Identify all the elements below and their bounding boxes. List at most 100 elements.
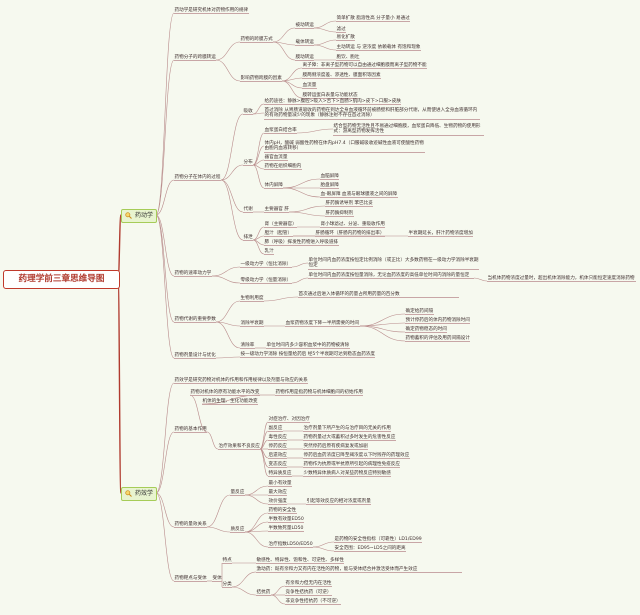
map-node-graded-3[interactable]: 效价强度: [268, 499, 288, 506]
map-node-adverse-6[interactable]: 特异质反应: [268, 471, 292, 478]
map-node-first-order[interactable]: 一级动力学（恒比消除）: [240, 262, 292, 269]
map-node-t-half-1[interactable]: 确定给药间隔: [405, 309, 434, 316]
map-node-t-half-4[interactable]: 药物蓄积的评估及用药间隔设计: [405, 336, 471, 343]
map-node-intro[interactable]: 药动学是研究机体对药物作用的规律: [174, 8, 249, 15]
map-node-quantal-4a[interactable]: 是药物的安全性指标（可靠性）LD1/ED99: [334, 537, 423, 544]
map-node-dis-2[interactable]: 体内pH，酸碱 弱酸性药物在体内pH7.4（口服碱吸收迹碱性血液可使酸性药物由胞…: [264, 141, 425, 153]
map-node-exc-4[interactable]: 乳汁: [264, 249, 275, 256]
map-node-receptor-2b[interactable]: 拮抗药: [256, 590, 271, 597]
map-node-exc-2a[interactable]: 肝肠循环（肝肠内药物的排出率）: [315, 231, 385, 238]
map-node-zero-order-a[interactable]: 单位时间内血药浓度按恒量消除，无论血药浓度的高低单位时间内消除的量恒定: [308, 273, 474, 280]
map-node-transmembrane[interactable]: 药物分子的跨膜转运: [174, 55, 217, 62]
map-node-factor-3[interactable]: 血流量: [302, 83, 317, 90]
map-node-adverse-4[interactable]: 后遗效应: [268, 453, 288, 460]
map-node-met-1[interactable]: 主要器官 肝: [264, 207, 290, 214]
map-node-dis-1a[interactable]: 结合型药物无活性且不易通过细胞膜，血浆蛋白降低、生物药物的使用形式：游离型药物发…: [333, 124, 484, 136]
map-node-excretion[interactable]: 排泄: [243, 235, 254, 242]
map-node-dis-5b[interactable]: 胎盘屏障: [320, 183, 340, 190]
map-node-quantal-2[interactable]: 半数有效量ED50: [268, 517, 305, 524]
map-node-quantal-4[interactable]: 治疗指数LD50/ED50: [268, 542, 314, 549]
map-node-quantal-1[interactable]: 药物的安全性: [268, 508, 297, 515]
map-node-adverse-5a[interactable]: 药物作为抗原或半抗原所引起的病理性免疫反应: [303, 462, 401, 469]
map-node-passive-a[interactable]: 简单扩散 脂溶性高 分子量小 易通过: [336, 16, 411, 23]
map-node-basic-1a[interactable]: 药物作用是指药物与机体细胞间的初始作用: [275, 390, 364, 397]
map-node-quantal-4b[interactable]: 安全范围：ED95~LD5之间的距离: [334, 546, 407, 553]
section-pharmacodynamics[interactable]: 药动学: [121, 209, 158, 223]
map-node-exc-1a[interactable]: 肾小球滤过、分泌、重吸收作用: [320, 222, 386, 229]
map-node-quantal-3[interactable]: 半数致死量LD50: [268, 526, 304, 533]
map-node-dose-effect[interactable]: 药物的量效关系: [174, 522, 208, 529]
map-node-factor-4[interactable]: 膜转运蛋白表量与功能状态: [302, 93, 359, 100]
map-node-receptor-1[interactable]: 特点: [222, 558, 233, 565]
map-node-dis-4[interactable]: 药物在组织细胞内: [264, 164, 302, 171]
map-node-exc-2[interactable]: 胆汁（胆管）: [264, 231, 293, 238]
section-pharmacokinetics[interactable]: 药效学: [121, 487, 158, 501]
root-node[interactable]: 药理学前三章思维导图: [3, 270, 120, 289]
map-node-receptor-2e[interactable]: 非竞争性拮抗药（不可逆）: [285, 599, 342, 606]
map-node-metabolism[interactable]: 代谢: [243, 207, 254, 214]
map-node-in-vivo[interactable]: 药物分子在体内的过程: [174, 175, 221, 182]
map-node-t-half-a[interactable]: 血浆药物浓度下降一半所需要的时间: [285, 321, 360, 328]
map-node-t-half-3[interactable]: 确定药物稳态的时间: [405, 327, 448, 334]
map-node-exc-3[interactable]: 肺（呼吸）挥发性药物进入呼吸道排: [264, 240, 339, 247]
map-node-passive[interactable]: 被动转运: [295, 23, 315, 30]
map-node-t-half[interactable]: 消除半衰期: [240, 321, 264, 328]
map-node-exc-1[interactable]: 肾（主要器官）: [264, 222, 298, 229]
map-node-receptor-2[interactable]: 分类: [222, 582, 233, 589]
map-node-distribution[interactable]: 分布: [243, 160, 254, 167]
map-node-met-1b[interactable]: 肝药酶抑制剂: [325, 211, 354, 218]
map-node-factor-1[interactable]: 离子障：非离子型药物可以自由通过细胞膜而离子型药物不能: [302, 63, 428, 70]
map-node-zero-order[interactable]: 零级动力学（恒量消除）: [240, 278, 292, 285]
map-node-basic-1[interactable]: 药物对机体的原有功能水平的改变: [190, 390, 260, 397]
map-node-dis-3[interactable]: 器官血流量: [264, 155, 288, 162]
map-node-adverse-1[interactable]: 副反应: [268, 426, 283, 433]
map-node-first-order-a[interactable]: 单位时间内血药浓度按恒定比例消除（或正比）大多数药物在一级动力学消除半衰期恒定: [308, 258, 479, 270]
map-node-receptor-2d[interactable]: 竞争性拮抗药（可逆）: [285, 590, 332, 597]
map-node-clearance[interactable]: 清除率: [240, 343, 255, 350]
map-node-dose-a[interactable]: 按一级动力学消除 按恒量给药后 经5个半衰期可达到稳态血药浓度: [240, 352, 376, 359]
map-node-bio[interactable]: 生物利用度: [240, 296, 264, 303]
map-node-adverse-2[interactable]: 毒性反应: [268, 435, 288, 442]
map-node-factor-2[interactable]: 膜两侧浓度差、渗透性、膜面积等因素: [302, 73, 382, 80]
map-node-absorption[interactable]: 吸收: [243, 109, 254, 116]
map-node-therapy[interactable]: 治疗效果和不良反应: [218, 444, 261, 451]
map-node-abs-2[interactable]: 首过消除 从胃肠道吸收的药物在到达全身血液循环前被肠壁和肝脏部分代谢，从而使进入…: [264, 108, 480, 120]
map-node-params[interactable]: 药物代谢的重要参数: [174, 317, 217, 324]
map-node-graded[interactable]: 量反应: [230, 490, 245, 497]
map-node-membrane-move-a[interactable]: 胞饮、胞吐: [336, 55, 360, 62]
map-node-abs-1[interactable]: 给药途径：静脉>腹腔>吸入>舌下>直肠>肌肉>皮下>口服>皮肤: [264, 99, 402, 106]
map-node-dis-5a[interactable]: 血脑屏障: [320, 174, 340, 181]
map-node-graded-3a[interactable]: 引起等效反应的相对浓度或剂量: [306, 499, 372, 506]
map-node-dis-5c[interactable]: 血-眼屏障 血液与眼球膜液之间的屏障: [320, 192, 398, 199]
map-node-adverse-3a[interactable]: 突然停药后原有疾病复发或加剧: [303, 444, 369, 451]
map-node-adverse-1a[interactable]: 治疗剂量下所产生的与治疗目的无关的作用: [303, 426, 392, 433]
map-node-passive-b[interactable]: 滤过: [336, 27, 347, 34]
map-node-graded-2[interactable]: 最大效应: [268, 490, 288, 497]
map-node-bio-a[interactable]: 首次通过后进入体循环的药量占所用药量的百分数: [298, 292, 459, 299]
map-node-therapy-1[interactable]: 对症治疗、对因治疗: [268, 417, 311, 424]
map-node-factors[interactable]: 影响药物跨膜的因素: [240, 76, 283, 83]
map-node-basic-1b[interactable]: 机体的生理、生化功能改变: [202, 399, 259, 406]
map-node-adverse-3[interactable]: 停药反应: [268, 444, 288, 451]
map-node-dis-1[interactable]: 血浆蛋白结合率: [264, 128, 298, 135]
map-node-tm-ways[interactable]: 药物的跨膜方式: [240, 37, 274, 44]
map-node-adverse-2a[interactable]: 药物剂量过大或蓄积过多时发生的危害性反应: [303, 435, 396, 442]
map-node-receptor-1a[interactable]: 敏感性、特异性、饱和性、可逆性、多样性: [256, 558, 345, 565]
map-node-basic[interactable]: 药物的基本作用: [174, 427, 208, 434]
map-node-kinetics[interactable]: 药物的速率动力学: [174, 271, 212, 278]
map-node-receptor-2a[interactable]: 激动药：既有亲和力又有内在活性的药物，能与受体结合并激活受体而产生效应: [256, 567, 462, 574]
map-node-t-half-2[interactable]: 预计停药后的体内药物消除时间: [405, 318, 471, 325]
map-node-adverse-4a[interactable]: 停药后血药浓度已降至阈浓度以下时残存的药理效应: [303, 453, 410, 460]
map-node-graded-1[interactable]: 最小有效量: [268, 481, 292, 488]
map-node-membrane-move[interactable]: 膜动转运: [295, 55, 315, 62]
map-node-receptor[interactable]: 受体: [212, 576, 223, 583]
map-node-exc-2b[interactable]: 半衰期延长，肝汁药物浓度增加: [408, 231, 474, 238]
map-node-carrier-b[interactable]: 主动转运 与 逆浓度 依赖载体 有饱和现象: [336, 45, 421, 52]
map-node-adverse-6a[interactable]: 少数特异体质病人对某些药物反应特别敏感: [303, 471, 392, 478]
map-node-quantal[interactable]: 质反应: [230, 527, 245, 534]
map-node-carrier[interactable]: 载体转运: [295, 40, 315, 47]
map-node-zero-order-b[interactable]: 当机体药物浓度过量时，超出机体消除能力，机体只能恒定速度消除药物: [487, 276, 636, 283]
map-node-receptor-2c[interactable]: 有亲和力但无内在活性: [285, 581, 332, 588]
map-node-target[interactable]: 药物靶点与受体: [174, 576, 208, 583]
map-node-adverse-5[interactable]: 变态反应: [268, 462, 288, 469]
